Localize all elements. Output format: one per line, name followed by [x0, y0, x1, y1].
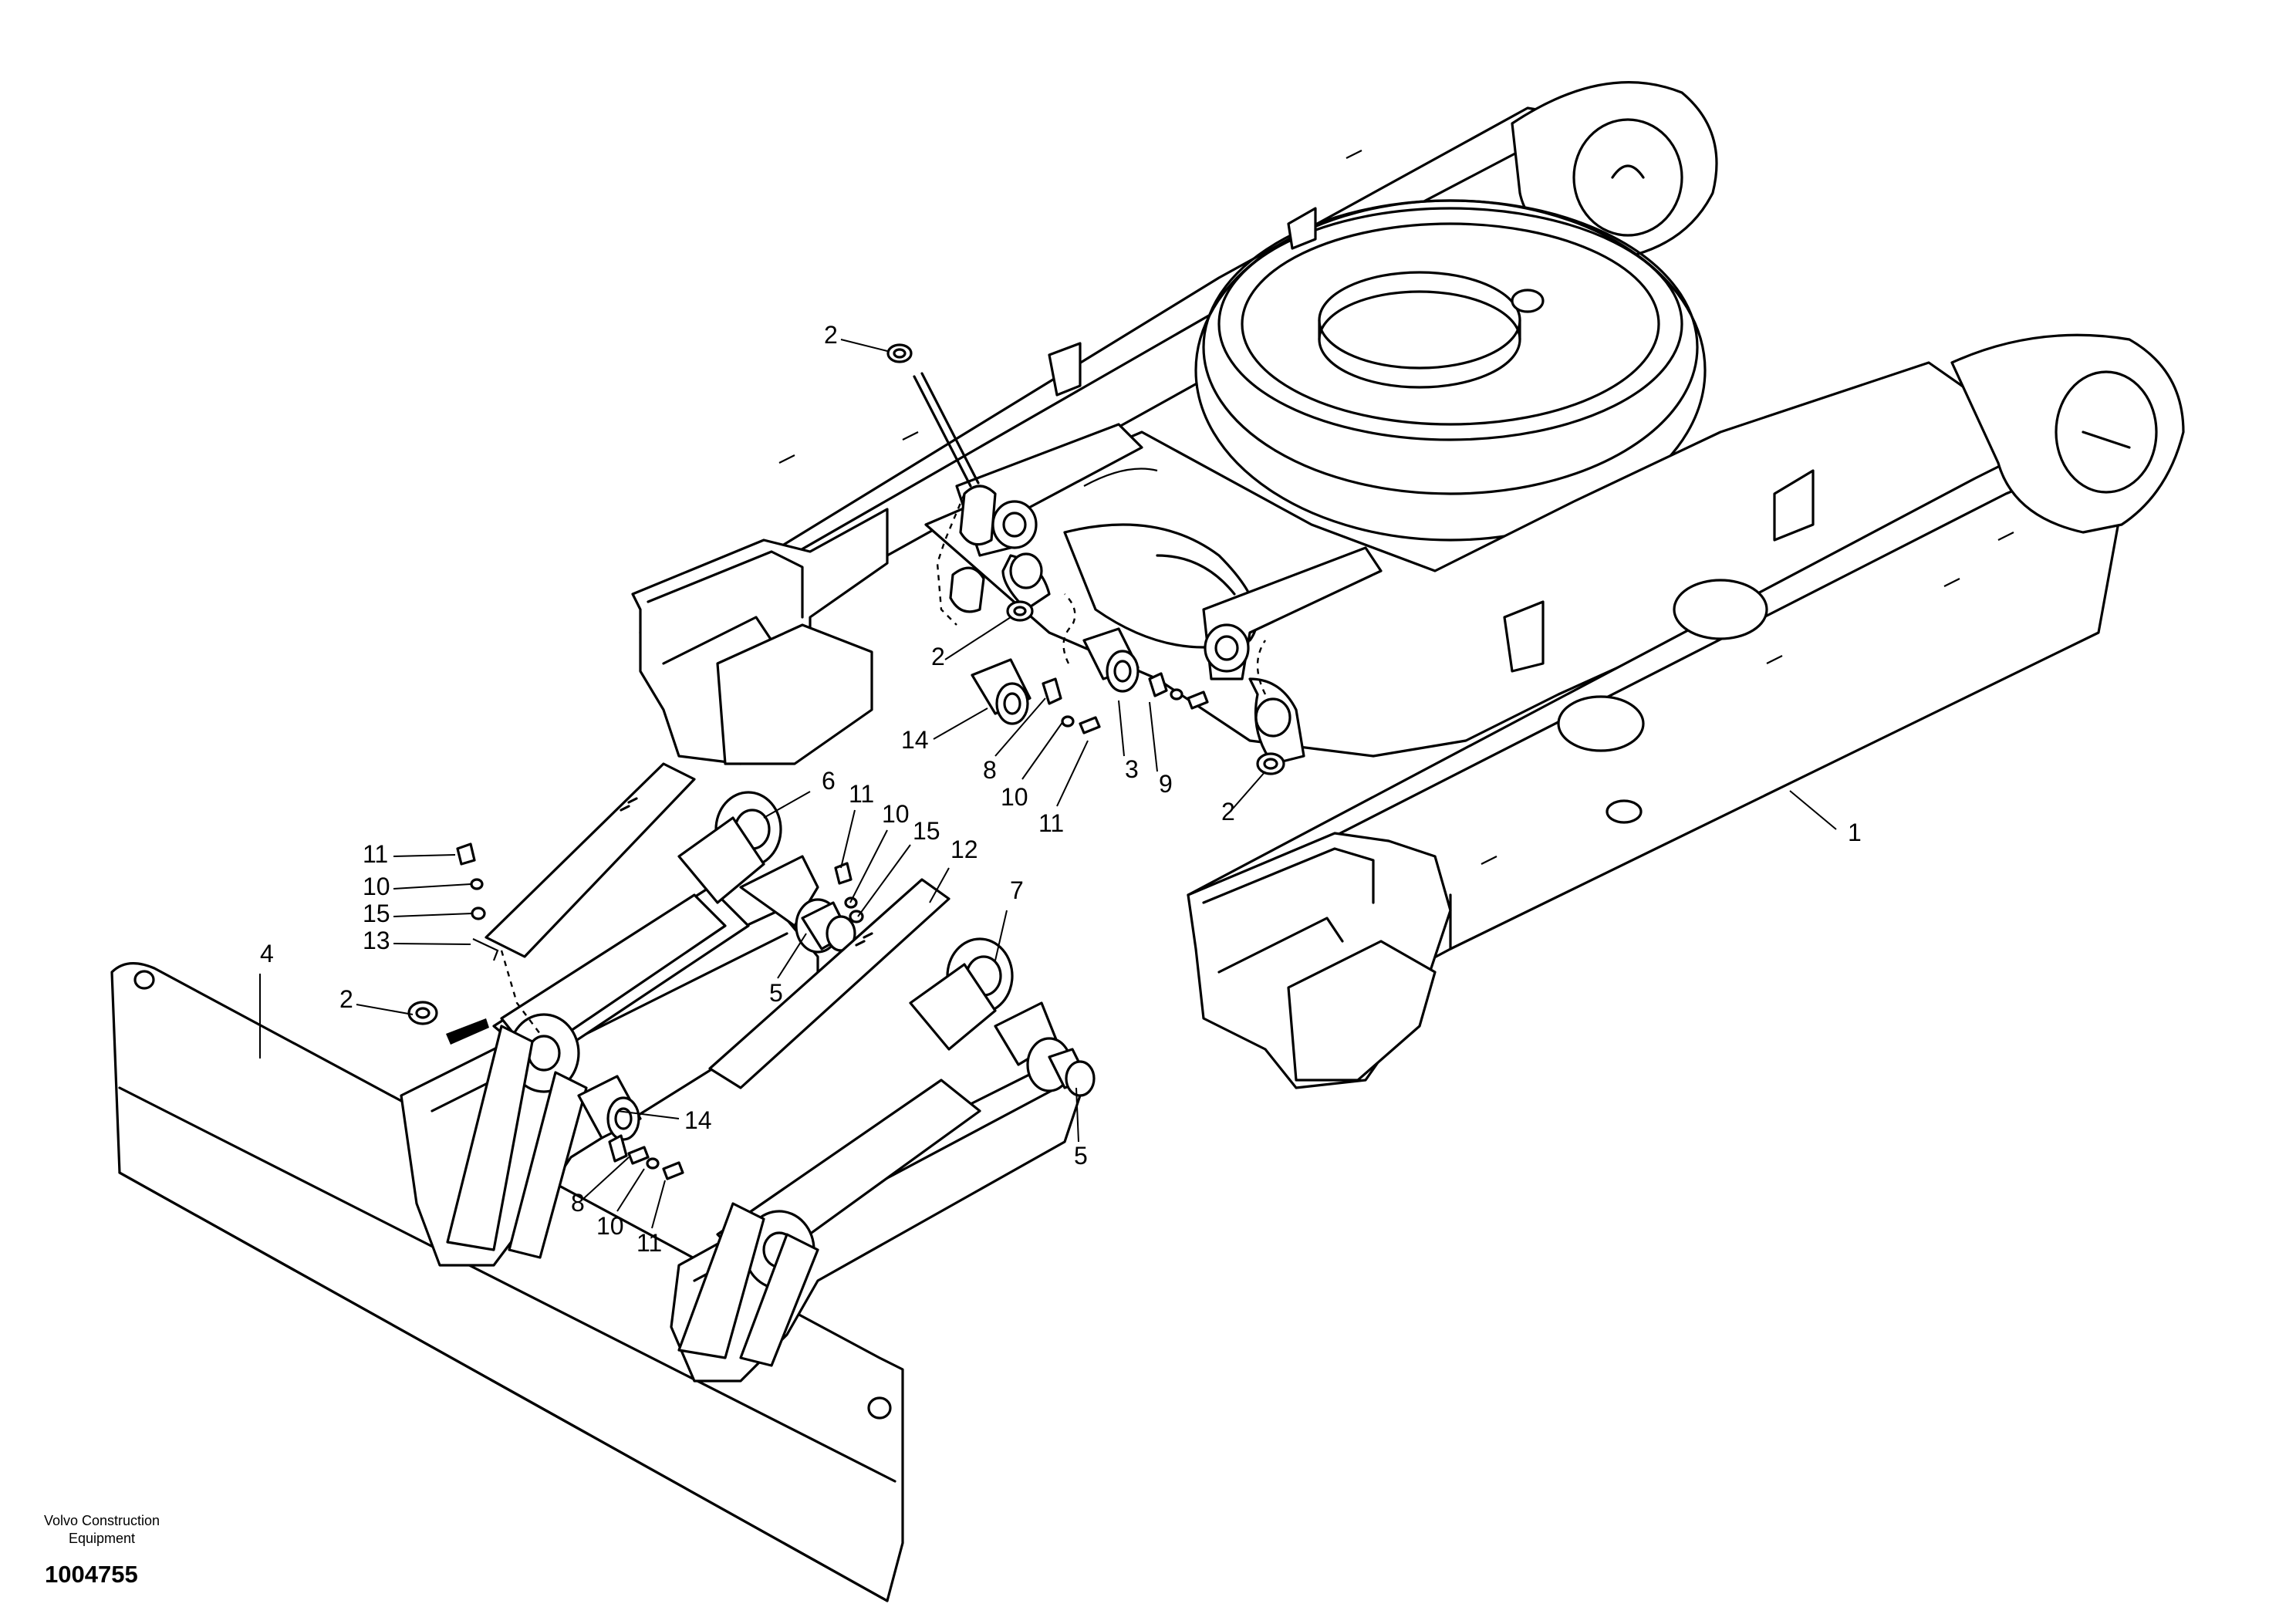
- callout-number-10: 10: [596, 1212, 624, 1240]
- callout-number-12: 12: [950, 836, 978, 863]
- callout-number-10: 10: [1001, 783, 1028, 811]
- callout-number-6: 6: [822, 767, 836, 795]
- callout-number-4: 4: [260, 940, 274, 967]
- callout-leader-11: [651, 1180, 666, 1229]
- callout-number-8: 8: [983, 756, 997, 784]
- callout-leader-10: [1021, 721, 1064, 780]
- callout-number-14: 14: [901, 726, 929, 754]
- brand-line-2: Equipment: [69, 1531, 135, 1546]
- callout-leader-11: [840, 809, 856, 869]
- callout-number-2: 2: [1221, 798, 1235, 826]
- callout-number-3: 3: [1125, 755, 1139, 783]
- callout-leader-2: [1232, 771, 1266, 809]
- callout-number-14: 14: [684, 1106, 712, 1134]
- callout-number-5: 5: [1074, 1142, 1088, 1170]
- figure-number: 1004755: [45, 1561, 138, 1588]
- callout-number-15: 15: [913, 817, 940, 845]
- callout-number-9: 9: [1159, 770, 1173, 798]
- callout-number-11: 11: [849, 780, 874, 808]
- callout-number-2: 2: [931, 643, 945, 670]
- callout-leader-1: [1789, 790, 1837, 830]
- callout-leader-12: [929, 867, 950, 903]
- callout-leader-3: [1118, 700, 1125, 757]
- callout-leader-10: [849, 829, 888, 903]
- callout-leader-15: [393, 913, 473, 917]
- callout-leader-2: [840, 339, 888, 352]
- blade-mounting-brackets: [949, 423, 1383, 765]
- callout-leader-14: [616, 1110, 680, 1119]
- callout-leader-8: [994, 697, 1046, 757]
- callout-leader-2: [356, 1004, 414, 1015]
- callout-leader-5: [1075, 1087, 1079, 1143]
- callout-labels: 1222234556788910101010111111111213141415…: [259, 321, 1862, 1257]
- callout-number-10: 10: [363, 873, 390, 900]
- callout-number-5: 5: [769, 979, 783, 1007]
- callout-number-10: 10: [882, 800, 910, 828]
- callout-leader-2: [944, 616, 1011, 660]
- callout-number-2: 2: [339, 985, 353, 1013]
- callout-leader-7: [994, 910, 1008, 961]
- callout-number-11: 11: [636, 1229, 662, 1257]
- callout-leader-14: [933, 707, 988, 740]
- callout-leader-10: [393, 883, 471, 890]
- dozer-blade-assembly: [110, 762, 1096, 1602]
- callout-number-1: 1: [1848, 819, 1862, 846]
- brand-line-1: Volvo Construction: [44, 1513, 160, 1528]
- callout-leader-11: [1056, 740, 1089, 807]
- callout-leader-11: [393, 854, 456, 857]
- callout-number-7: 7: [1010, 876, 1024, 904]
- callout-number-8: 8: [571, 1189, 585, 1217]
- callout-leader-8: [583, 1156, 630, 1199]
- callout-leader-5: [777, 933, 807, 979]
- callout-number-11: 11: [1038, 809, 1064, 837]
- callout-number-15: 15: [363, 900, 390, 927]
- callout-leader-9: [1149, 701, 1158, 772]
- callout-leader-6: [763, 791, 811, 819]
- hardware-top: [886, 343, 1285, 775]
- callout-leader-15: [857, 844, 911, 917]
- callout-number-11: 11: [363, 840, 388, 868]
- callout-number-13: 13: [363, 927, 390, 954]
- callout-number-2: 2: [824, 321, 838, 349]
- undercarriage-frame: [631, 81, 2185, 1089]
- callout-leader-10: [616, 1168, 645, 1212]
